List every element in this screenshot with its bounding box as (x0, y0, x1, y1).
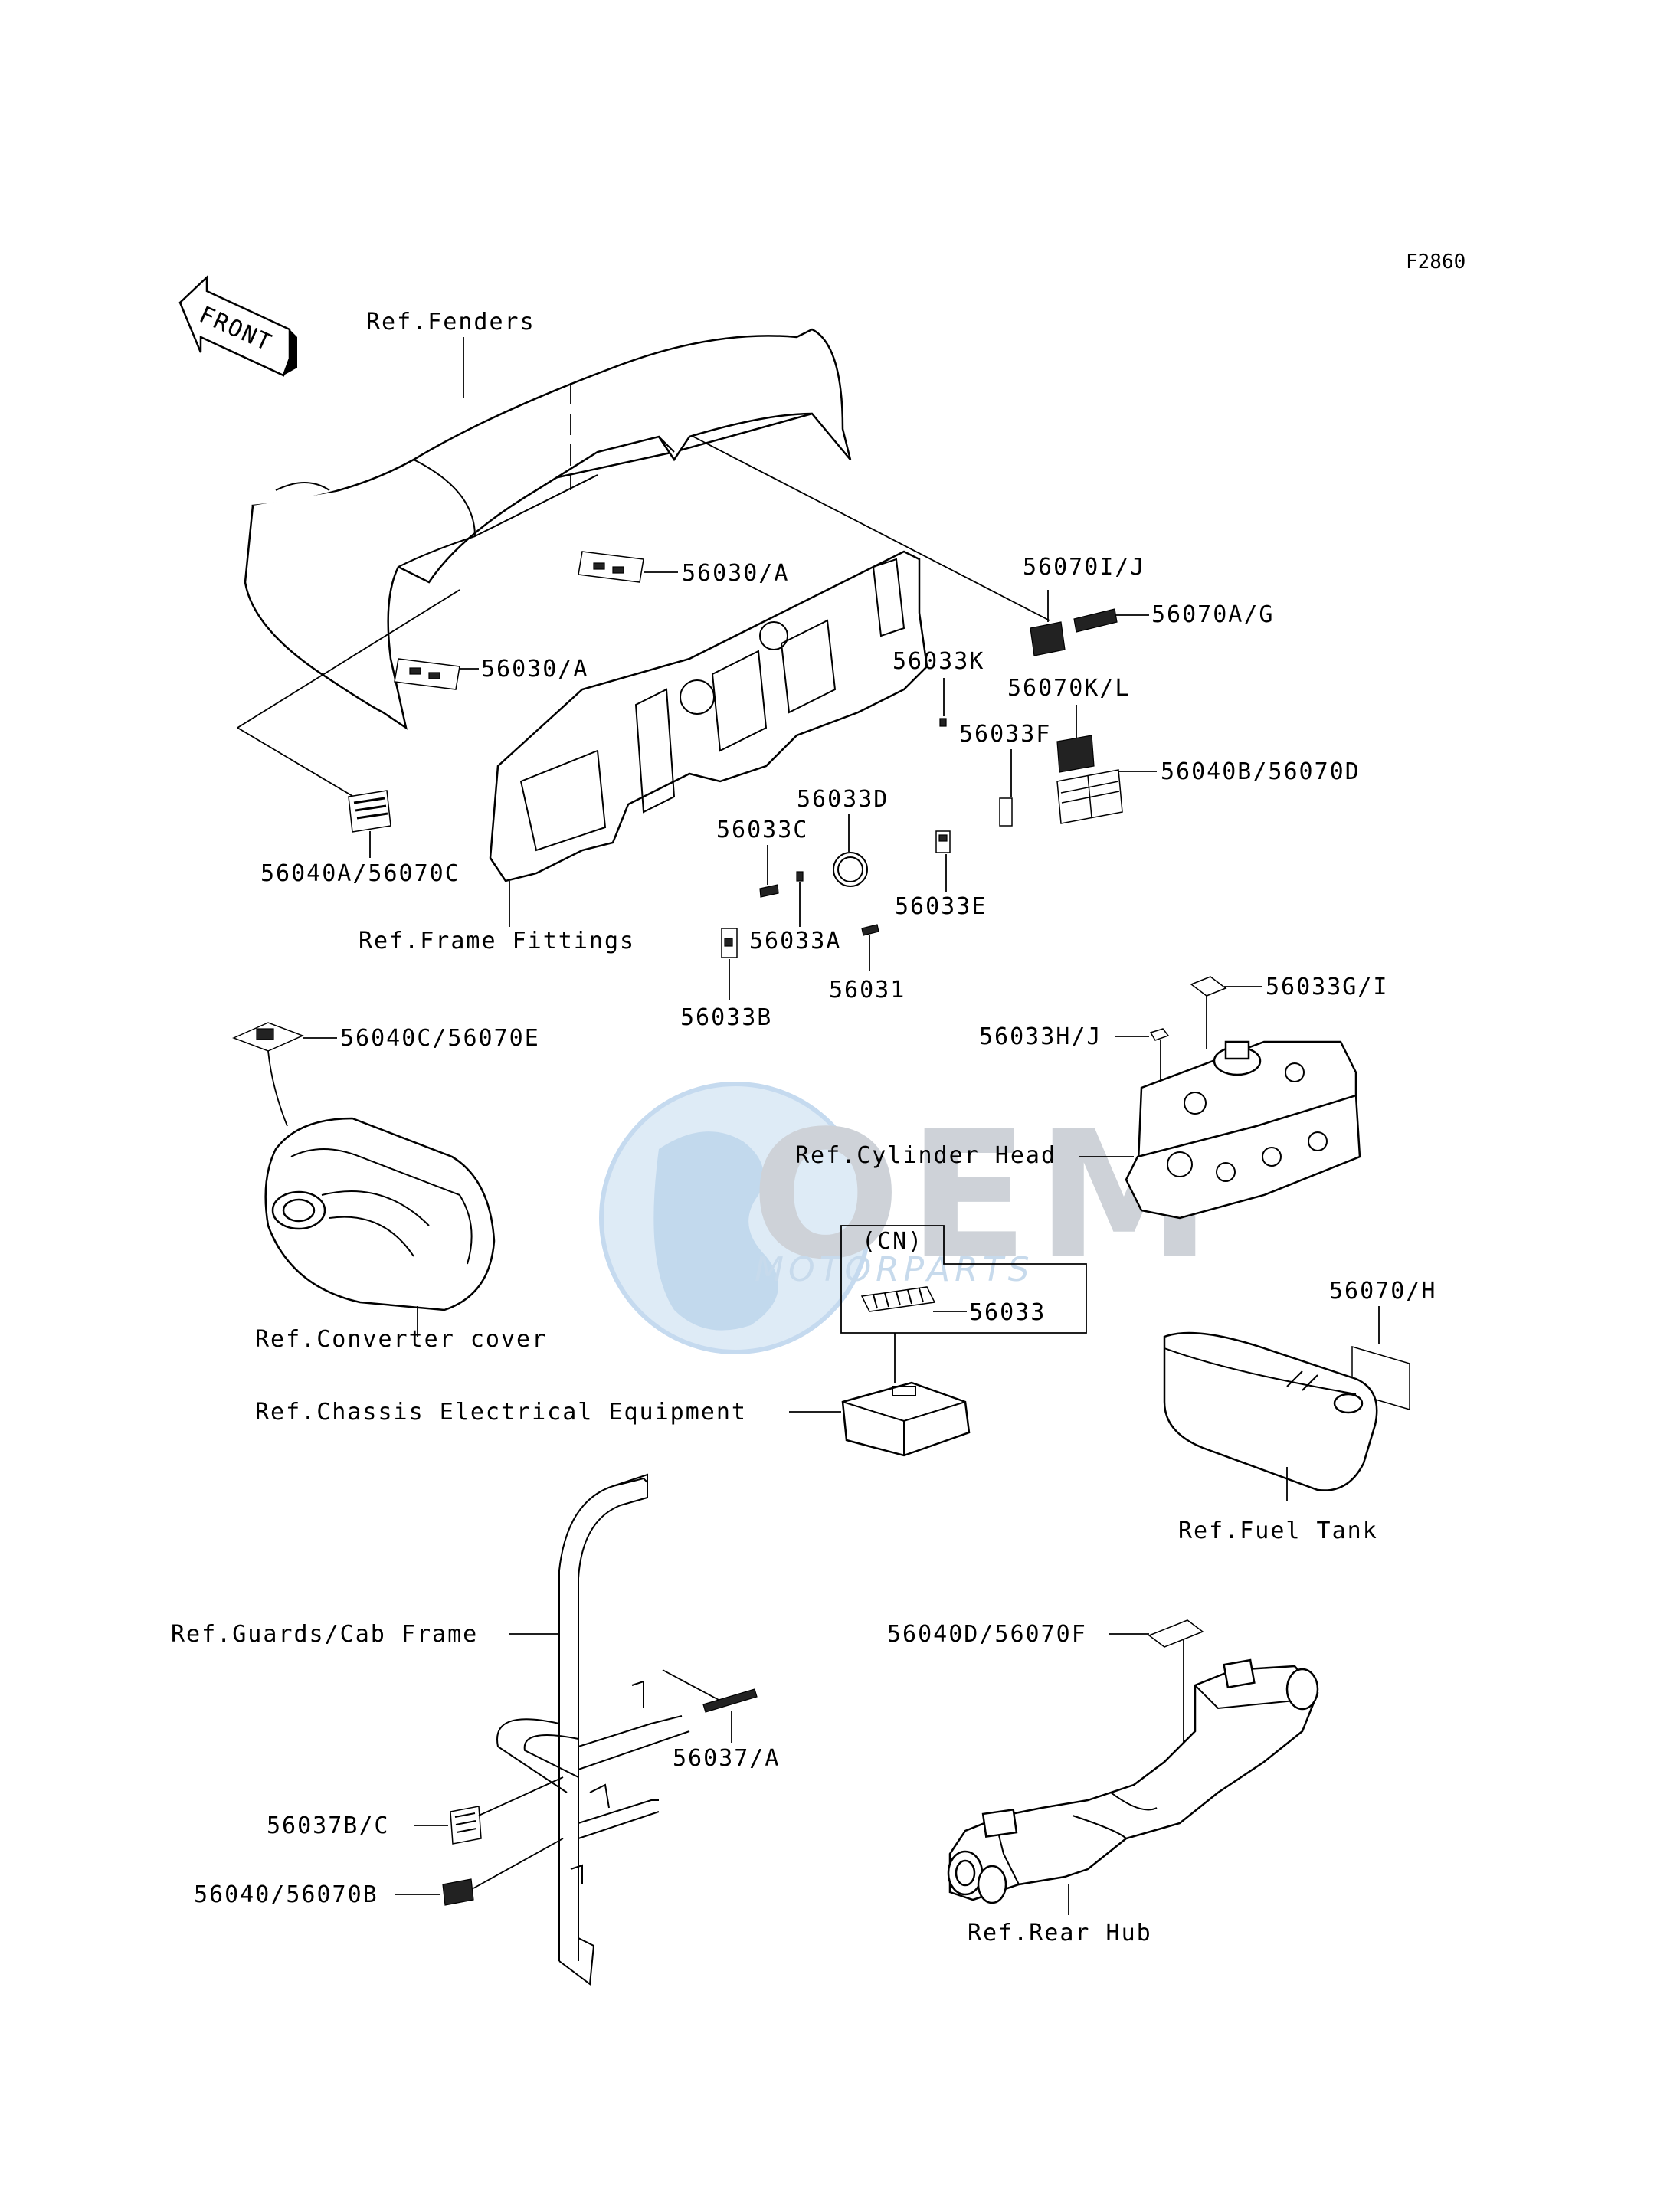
part-56070h: 56070/H (1329, 1278, 1436, 1305)
decal-56040c (232, 1022, 304, 1052)
part-56030a-top: 56030/A (682, 560, 789, 587)
decal-56040a (348, 790, 391, 833)
ref-frame-fittings-label: Ref.Frame Fittings (359, 928, 635, 954)
fuel-tank-part (1163, 1331, 1378, 1491)
part-56040d: 56040D/56070F (887, 1621, 1087, 1648)
part-56033c: 56033C (716, 817, 808, 843)
part-56033d: 56033D (797, 786, 889, 813)
part-56033a: 56033A (749, 928, 841, 954)
part-56033f: 56033F (959, 721, 1051, 748)
part-56037a: 56037/A (673, 1745, 780, 1772)
part-56033k: 56033K (892, 648, 984, 675)
part-56037bc: 56037B/C (267, 1812, 390, 1839)
decal-56030a-mid (394, 658, 460, 690)
figure-code: F2860 (1406, 250, 1465, 273)
decal-56033f (999, 797, 1013, 827)
front-arrow-icon: FRONT (178, 275, 297, 377)
part-56070kl: 56070K/L (1007, 675, 1131, 702)
watermark: OEM MOTORPARTS (599, 1082, 1212, 1354)
fenders-part (244, 328, 852, 730)
converter-cover-part (264, 1117, 496, 1311)
ref-converter-cover-label: Ref.Converter cover (255, 1326, 547, 1353)
ref-cylinder-head-label: Ref.Cylinder Head (795, 1142, 1056, 1169)
part-56031: 56031 (829, 977, 905, 1004)
part-56030a-mid: 56030/A (481, 656, 588, 683)
part-56040c: 56040C/56070E (340, 1025, 540, 1052)
decal-56030a-top (578, 551, 644, 583)
cylinder-head-part (1125, 1040, 1361, 1220)
rear-hub-part (947, 1658, 1319, 1904)
decal-56033k (939, 718, 947, 727)
decal-56070ij (1030, 621, 1066, 656)
part-56033b: 56033B (680, 1004, 772, 1031)
part-56033gi: 56033G/I (1266, 974, 1389, 1000)
part-56040b: 56040B/56070D (1161, 758, 1361, 785)
decal-56037bc (450, 1806, 482, 1845)
ref-rear-hub-label: Ref.Rear Hub (968, 1920, 1152, 1947)
part-56040a: 56040A/56070C (260, 860, 460, 887)
decal-56040d (1148, 1619, 1204, 1648)
decal-56040 (442, 1878, 474, 1906)
cn-label: (CN) (862, 1228, 923, 1255)
part-56070ag: 56070A/G (1151, 601, 1275, 628)
cab-frame-part (496, 1473, 690, 1986)
decal-56031 (861, 924, 879, 936)
part-56033hj: 56033H/J (979, 1023, 1102, 1050)
decal-56070kl (1056, 735, 1095, 773)
part-56070ij: 56070I/J (1023, 554, 1146, 581)
cn-callout-box: (CN) 56033 (840, 1225, 1087, 1334)
chassis-electrical-part (841, 1381, 971, 1457)
ref-chassis-electrical-label: Ref.Chassis Electrical Equipment (255, 1399, 747, 1426)
ref-guards-cab-frame-label: Ref.Guards/Cab Frame (171, 1621, 478, 1648)
part-56040: 56040/56070B (194, 1881, 378, 1908)
decal-56037a (702, 1688, 758, 1713)
decal-56033gi (1190, 976, 1227, 997)
decal-56070ag (1073, 608, 1118, 633)
part-56033e: 56033E (895, 893, 987, 920)
part-56033-cn: 56033 (969, 1299, 1046, 1326)
decal-56033a (796, 871, 804, 882)
watermark-subtitle: MOTORPARTS (755, 1250, 1034, 1289)
frame-fittings-part (489, 550, 928, 882)
ref-fenders-label: Ref.Fenders (366, 309, 535, 336)
decal-56033d (833, 852, 868, 887)
decal-56033e (935, 830, 951, 853)
decal-56033c (759, 884, 779, 898)
decal-56033hj (1149, 1028, 1170, 1041)
ref-fuel-tank-label: Ref.Fuel Tank (1178, 1518, 1378, 1544)
decal-56040b (1056, 769, 1123, 824)
